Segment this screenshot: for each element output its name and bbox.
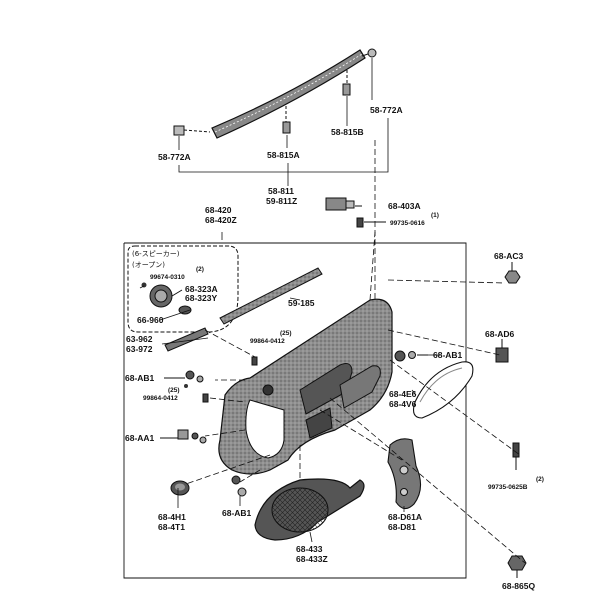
bolt-99735-0625b <box>512 442 520 470</box>
label-qty-2b: (2) <box>536 476 544 483</box>
speaker-option-box <box>127 245 239 333</box>
label-68-4t1: 68-4T1 <box>158 522 185 532</box>
label-58-772a-left: 58-772A <box>158 152 191 162</box>
label-99674-0310: 99674-0310 <box>150 274 185 281</box>
label-68-ad6: 68-AD6 <box>485 329 515 339</box>
weatherstrip-clip-right <box>361 48 377 58</box>
label-99864-0412-top: 99864-0412 <box>250 338 285 345</box>
clip-68-ab1-bottom <box>231 475 247 497</box>
label-qty-25b: (25) <box>168 387 180 394</box>
speaker-grille <box>149 284 183 308</box>
label-68-403a: 68-403A <box>388 201 421 211</box>
armrest-strip <box>219 267 323 325</box>
label-68-4h1: 68-4H1 <box>158 512 186 522</box>
label-qty-25a: (25) <box>280 330 292 337</box>
label-68-ac3: 68-AC3 <box>494 251 524 261</box>
label-68-4v6: 68-4V6 <box>389 399 417 409</box>
weatherstrip-clip-left <box>173 125 211 136</box>
door-trim-panel <box>218 298 393 475</box>
label-68-433: 68-433 <box>296 544 323 554</box>
label-68-d81: 68-D81 <box>388 522 416 532</box>
label-63-962: 63-962 <box>126 334 153 344</box>
door-handle-bezel <box>413 361 474 419</box>
screw-99864-0412-top <box>251 356 258 366</box>
label-68-d61a: 68-D61A <box>388 512 423 522</box>
door-pocket-bracket <box>387 438 422 510</box>
clip-68-aa1 <box>160 429 207 444</box>
label-68-433z: 68-433Z <box>296 554 328 564</box>
label-68-420: 68-420 <box>205 205 232 215</box>
trim-cap-68-4h1 <box>170 480 190 496</box>
clip-58-815b <box>342 70 351 96</box>
label-68-420z: 68-420Z <box>205 215 237 225</box>
label-63-972: 63-972 <box>126 344 153 354</box>
screw-99864-0412-lower <box>202 393 209 403</box>
leader-lines-labels <box>139 285 440 543</box>
label-58-811: 58-811 <box>268 186 294 196</box>
door-trim-group-frame <box>123 242 467 579</box>
label-68-865q: 68-865Q <box>502 581 536 591</box>
label-99864-0412-lower: 99864-0412 <box>143 395 178 402</box>
label-68-323y: 68-323Y <box>185 293 218 303</box>
label-open-option: (オープン) <box>132 261 166 269</box>
beltline-weatherstrip <box>211 49 366 139</box>
label-qty-2a: (2) <box>196 266 204 273</box>
label-68-ab1-right: 68-AB1 <box>433 350 463 360</box>
label-59-185: 59-185 <box>288 298 315 308</box>
assembly-lines <box>185 140 526 564</box>
clip-68-ad6 <box>495 339 509 363</box>
label-58-772a-top: 58-772A <box>370 105 403 115</box>
label-qty-1: (1) <box>431 212 439 219</box>
clip-68-ab1-left <box>164 370 204 388</box>
label-speaker-option: (6-スピーカー) <box>132 250 180 258</box>
label-99735-0616: 99735-0616 <box>390 220 425 227</box>
clip-68-ab1-right <box>394 350 428 362</box>
leader-lines-top <box>178 58 389 240</box>
trim-molding <box>164 327 209 352</box>
screw-99735-0616 <box>356 217 386 228</box>
label-59-811z: 59-811Z <box>266 196 298 206</box>
label-58-815b: 58-815B <box>331 127 364 137</box>
label-68-ab1-bottom: 68-AB1 <box>222 508 252 518</box>
nut-68-ac3 <box>504 262 521 284</box>
door-pocket-speaker-panel <box>254 478 365 541</box>
speaker-cap <box>178 305 192 315</box>
label-58-815a: 58-815A <box>267 150 300 160</box>
label-68-323a: 68-323A <box>185 284 218 294</box>
label-68-4e6: 68-4E6 <box>389 389 417 399</box>
clip-68-865q <box>507 555 527 578</box>
label-99735-0625b: 99735-0625B <box>488 484 528 491</box>
label-66-960: 66-960 <box>137 315 164 325</box>
clip-58-815a <box>282 106 291 134</box>
door-lock-knob <box>325 197 362 211</box>
label-68-ab1-left: 68-AB1 <box>125 373 155 383</box>
label-68-aa1: 68-AA1 <box>125 433 155 443</box>
